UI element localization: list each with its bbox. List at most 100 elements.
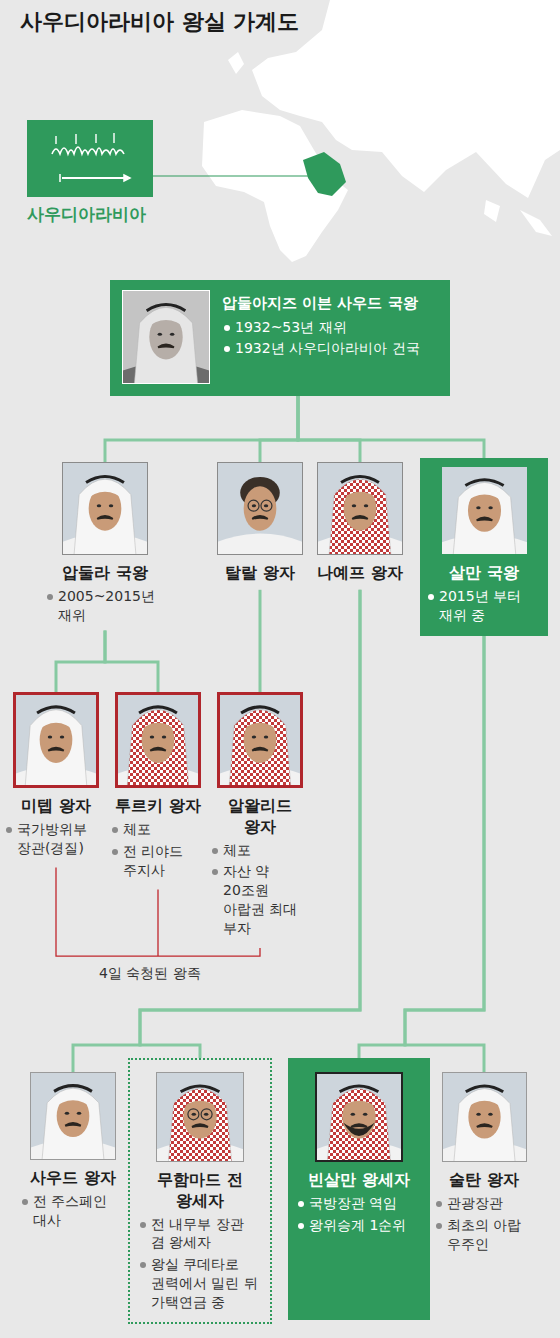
portrait-photo xyxy=(156,1072,244,1162)
detail-row: 최초의 아랍 우주인 xyxy=(434,1216,534,1254)
portrait-photo xyxy=(30,1072,116,1160)
person-name: 빈살만 왕세자 xyxy=(296,1170,422,1191)
person-entry: 탈랄 왕자 xyxy=(205,462,315,590)
detail-text: 체포 xyxy=(123,820,151,839)
portrait-photo xyxy=(442,1072,527,1162)
person-box: 무함마드 전 왕세자전 내무부 장관 겸 왕세자왕실 쿠데타로 권력에서 밀린 … xyxy=(128,1058,272,1324)
detail-text: 관광장관 xyxy=(447,1194,503,1213)
detail-text: 1932년 사우디아라비아 건국 xyxy=(235,339,420,358)
bracket-label: 4일 숙청된 왕족 xyxy=(99,964,201,982)
detail-text: 2005~2015년 재위 xyxy=(58,587,165,625)
portrait-photo xyxy=(115,692,201,788)
title: 사우디아라비아 왕실 가계도 xyxy=(20,8,299,37)
detail-text: 1932~53년 재위 xyxy=(235,318,347,337)
person-box: 압둘아지즈 이븐 사우드 국왕 1932~53년 재위 1932년 사우디아라비아 … xyxy=(110,280,450,396)
detail-row: 1932년 사우디아라비아 건국 xyxy=(222,339,440,358)
family-line xyxy=(259,590,262,692)
person-name: 투르키 왕자 xyxy=(110,796,206,817)
bullet-dot xyxy=(212,848,218,854)
portrait-photo xyxy=(315,1072,403,1162)
person-entry: 사우드 왕자전 주스페인 대사 xyxy=(20,1072,126,1236)
family-line xyxy=(260,396,298,462)
bullet-dot xyxy=(224,325,230,331)
detail-row: 전 리야드 주지사 xyxy=(110,842,206,880)
family-line xyxy=(56,631,105,692)
bullet-dot xyxy=(298,1201,304,1207)
detail-text: 체포 xyxy=(223,841,251,860)
detail-row: 국가방위부 장관(경질) xyxy=(4,820,108,858)
person-name: 무함마드 전 왕세자 xyxy=(138,1170,262,1212)
portrait-photo xyxy=(13,692,99,788)
detail-text: 자산 약 20조원 아랍권 최대 부자 xyxy=(223,862,310,938)
bullet-dot xyxy=(112,849,118,855)
bullet-dot xyxy=(212,869,218,875)
country-label: 사우디아라비아 xyxy=(27,203,146,225)
detail-text: 전 내무부 장관 겸 왕세자 xyxy=(151,1215,262,1253)
detail-row: 왕위승계 1순위 xyxy=(296,1216,422,1235)
bullet-dot xyxy=(140,1262,146,1268)
detail-row: 전 내무부 장관 겸 왕세자 xyxy=(138,1215,262,1253)
person-name: 압둘아지즈 이븐 사우드 국왕 xyxy=(222,294,440,314)
bullet-dot xyxy=(112,827,118,833)
person-entry: 술탄 왕자관광장관최초의 아랍 우주인 xyxy=(434,1072,534,1259)
person-box: 빈살만 왕세자국방장관 역임왕위승계 1순위 xyxy=(288,1058,430,1320)
person-entry: 나예프 왕자 xyxy=(310,462,410,590)
person-entry: 압둘라 국왕 2005~2015년 재위 xyxy=(45,462,165,631)
portrait-photo xyxy=(217,692,303,788)
leader-line xyxy=(153,175,310,176)
person-name: 나예프 왕자 xyxy=(310,563,410,584)
portrait-photo xyxy=(317,462,403,555)
person-name: 탈랄 왕자 xyxy=(205,563,315,584)
detail-row: 체포 xyxy=(210,841,310,860)
person-name: 술탄 왕자 xyxy=(434,1170,534,1191)
detail-text: 2015년 부터 재위 중 xyxy=(439,587,542,625)
portrait-photo xyxy=(62,462,148,555)
person-box: 살만 국왕 2015년 부터 재위 중 xyxy=(420,458,548,636)
detail-row: 국방장관 역임 xyxy=(296,1194,422,1213)
detail-text: 전 주스페인 대사 xyxy=(33,1192,126,1230)
person-name: 알왈리드 왕자 xyxy=(210,796,310,838)
family-line xyxy=(359,636,484,1058)
bullet-dot xyxy=(22,1199,28,1205)
portrait-photo xyxy=(217,462,303,555)
detail-row: 자산 약 20조원 아랍권 최대 부자 xyxy=(210,862,310,938)
family-line xyxy=(105,396,298,462)
person-name: 살만 국왕 xyxy=(426,563,542,584)
family-line xyxy=(298,396,360,462)
person-entry: 투르키 왕자체포전 리야드 주지사 xyxy=(110,692,206,885)
portrait-photo xyxy=(122,290,210,384)
bullet-dot xyxy=(47,594,53,600)
person-name: 미텝 왕자 xyxy=(4,796,108,817)
text-column: 압둘아지즈 이븐 사우드 국왕 1932~53년 재위 1932년 사우디아라비아 … xyxy=(222,290,440,358)
detail-text: 왕위승계 1순위 xyxy=(309,1216,406,1235)
bullet-dot xyxy=(428,594,434,600)
bullet-dot xyxy=(224,346,230,352)
family-line xyxy=(405,636,484,1072)
detail-row: 1932~53년 재위 xyxy=(222,318,440,337)
detail-row: 전 주스페인 대사 xyxy=(20,1192,126,1230)
bullet-dot xyxy=(140,1222,146,1228)
saudi-flag xyxy=(27,120,153,197)
person-name: 압둘라 국왕 xyxy=(45,563,165,584)
bullet-dot xyxy=(436,1201,442,1207)
detail-text: 국가방위부 장관(경질) xyxy=(17,820,108,858)
detail-text: 국방장관 역임 xyxy=(309,1194,397,1213)
family-line xyxy=(73,590,360,1072)
bullet-dot xyxy=(436,1223,442,1229)
detail-row: 2005~2015년 재위 xyxy=(45,587,165,625)
person-name: 사우드 왕자 xyxy=(20,1168,126,1189)
detail-row: 2015년 부터 재위 중 xyxy=(426,587,542,625)
person-entry: 알왈리드 왕자체포자산 약 20조원 아랍권 최대 부자 xyxy=(210,692,310,944)
portrait-photo xyxy=(441,466,528,555)
family-line xyxy=(298,396,484,458)
detail-row: 관광장관 xyxy=(434,1194,534,1213)
family-line xyxy=(140,590,360,1058)
bullet-dot xyxy=(298,1223,304,1229)
detail-row: 체포 xyxy=(110,820,206,839)
detail-text: 전 리야드 주지사 xyxy=(123,842,206,880)
person-entry: 미텝 왕자국가방위부 장관(경질) xyxy=(4,692,108,864)
detail-row: 왕실 쿠데타로 권력에서 밀린 뒤 가택연금 중 xyxy=(138,1255,262,1312)
world-map xyxy=(202,0,560,262)
bullet-dot xyxy=(6,827,12,833)
